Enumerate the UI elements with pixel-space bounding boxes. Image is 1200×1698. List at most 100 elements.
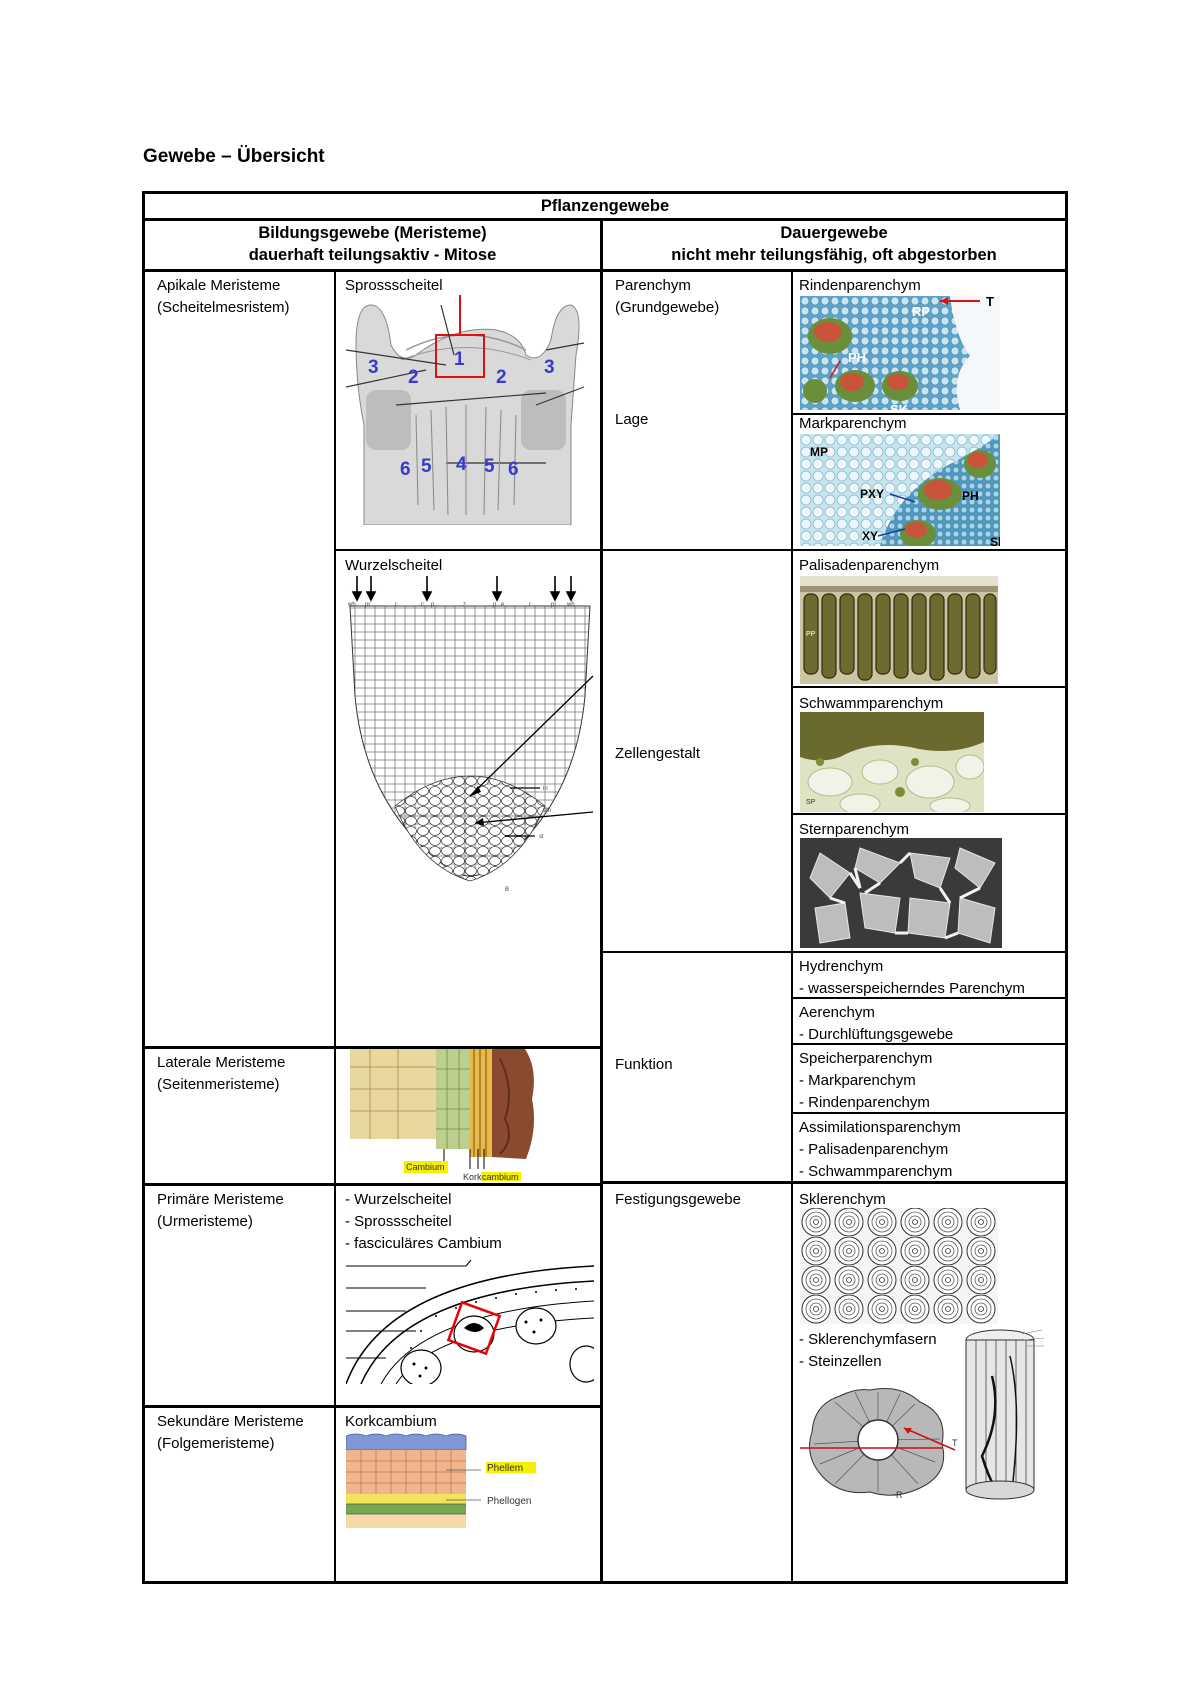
bildungsgewebe-header: Bildungsgewebe (Meristeme) dauerhaft tei… [145, 221, 600, 269]
palisadenparenchym-label: Palisadenparenchym [799, 557, 940, 574]
t-label: T [986, 296, 994, 309]
function-title: Speicherparenchym [799, 1050, 933, 1067]
list-item: - Sklerenchymfasern [799, 1331, 937, 1348]
grid-line [791, 270, 793, 1584]
meristem-name: Primäre Meristeme [157, 1191, 284, 1208]
grid-line [601, 951, 1068, 953]
wurzelscheitel-diagram: wh pr r c p z p e r pr wh in sm st B [345, 576, 595, 896]
bildungsgewebe-subtitle: dauerhaft teilungsaktiv - Mitose [248, 246, 497, 264]
meristem-name: Apikale Meristeme [157, 277, 281, 294]
diagram-number: 2 [496, 367, 507, 388]
function-line: - Rindenparenchym [799, 1094, 930, 1111]
ph-label: PH [848, 350, 866, 365]
tiny-label: p [493, 602, 497, 608]
tiny-label: c [421, 602, 424, 608]
sk-label: SK [890, 402, 909, 410]
tiny-label: st [539, 834, 544, 840]
r-label: R [896, 1490, 903, 1500]
function-line: - wasserspeicherndes Parenchym [799, 980, 1025, 997]
phellem-label: Phellem [487, 1463, 523, 1474]
sprossscheitel-label: Sprossscheitel [345, 277, 443, 294]
cambium-label: Cambium [406, 1162, 445, 1172]
grid-line [601, 1181, 1068, 1184]
grid-line [791, 1112, 1068, 1114]
primaere-meristeme-cell: Primäre Meristeme (Urmeristeme) [145, 1186, 334, 1233]
tiny-label: wh [566, 602, 575, 608]
tiny-label: sm [543, 808, 551, 814]
sklerenchym-fiber-bundle [962, 1326, 1048, 1502]
sternparenchym-image [800, 838, 1002, 948]
sternparenchym-label: Sternparenchym [799, 821, 910, 838]
grid-line [601, 549, 1068, 551]
primaer-meristem-diagram [346, 1256, 594, 1384]
function-title: Aerenchym [799, 1004, 875, 1021]
bildungsgewebe-title: Bildungsgewebe (Meristeme) [258, 224, 487, 242]
meristem-name: Laterale Meristeme [157, 1054, 286, 1071]
diagram-number: 4 [456, 454, 467, 475]
diagram-number: 1 [454, 349, 465, 370]
xy-label: XY [862, 529, 878, 543]
tiny-label: p [431, 602, 435, 608]
tiny-label: z [463, 602, 466, 608]
t-label: T [952, 1438, 958, 1448]
grid-line [791, 686, 1068, 688]
hydrenchym-cell: Hydrenchym - wasserspeicherndes Parenchy… [793, 953, 1065, 1000]
sk-label: Sk [990, 535, 1000, 546]
diagram-number: 6 [508, 459, 519, 480]
dauergewebe-header: Dauergewebe nicht mehr teilungsfähig, of… [603, 221, 1065, 269]
function-title: Assimilationsparenchym [799, 1119, 961, 1136]
parenchym-alt: (Grundgewebe) [615, 299, 720, 316]
schwammparenchym-label: Schwammparenchym [799, 695, 944, 712]
tiny-label: e [501, 602, 505, 608]
grid-line [791, 997, 1068, 999]
table-header: Pflanzengewebe [540, 197, 670, 215]
sp-label: SP [806, 799, 816, 806]
tiny-label: pr [365, 602, 370, 608]
parenchym-name: Parenchym [615, 277, 691, 294]
wurzelscheitel-label: Wurzelscheitel [345, 557, 443, 574]
grid-line [142, 1183, 601, 1186]
diagram-number: 6 [400, 459, 411, 480]
rp-label: RP [912, 304, 930, 319]
grid-line [334, 270, 336, 1584]
diagram-number: 3 [544, 357, 555, 378]
tiny-label: B [505, 887, 509, 893]
list-item: - Sprossscheitel [345, 1213, 452, 1230]
pp-label: PP [806, 631, 816, 638]
list-item: - fasciculäres Cambium [345, 1235, 502, 1252]
page-title: Gewebe – Übersicht [143, 146, 325, 167]
ph-label: PH [962, 489, 979, 503]
grid-line [334, 549, 601, 551]
apikale-meristeme-cell: Apikale Meristeme (Scheitelmesristem) [145, 272, 334, 319]
pxy-label: PXY [860, 487, 884, 501]
dauergewebe-title: Dauergewebe [780, 224, 888, 242]
festigungsgewebe-label: Festigungsgewebe [615, 1191, 741, 1208]
tiny-label: wh [347, 602, 356, 608]
rindenparenchym-label: Rindenparenchym [799, 277, 921, 294]
meristem-name: Sekundäre Meristeme [157, 1413, 304, 1430]
function-line: - Durchlüftungsgewebe [799, 1026, 954, 1043]
grid-line [142, 269, 1068, 272]
diagram-number: 5 [484, 456, 495, 477]
grid-line [791, 1043, 1068, 1045]
primaer-list: - Wurzelscheitel - Sprossscheitel - fasc… [336, 1186, 596, 1255]
markparenchym-image: MP PXY PH XY Sk [800, 434, 1000, 546]
tiny-label: r [395, 602, 397, 608]
meristem-alt: (Scheitelmesristem) [157, 299, 290, 316]
korkcambium-label: Korkcambium [345, 1413, 437, 1430]
tiny-label: pr [551, 602, 556, 608]
markparenchym-label: Markparenchym [799, 415, 907, 432]
sklerenchym-list: - Sklerenchymfasern - Steinzellen [793, 1326, 953, 1373]
grid-line [791, 813, 1068, 815]
kork-prefix-label: Kork [463, 1172, 482, 1181]
tiny-label: r [529, 602, 531, 608]
function-line: - Palisadenparenchym [799, 1141, 949, 1158]
rindenparenchym-image: RP PH SK T [800, 296, 1000, 410]
kork-suffix-label: cambium [482, 1172, 519, 1181]
list-item: - Steinzellen [799, 1353, 882, 1370]
laterale-meristeme-cell: Laterale Meristeme (Seitenmeristeme) [145, 1049, 334, 1096]
meristem-alt: (Folgemeristeme) [157, 1435, 275, 1452]
sklerenchym-image [800, 1208, 998, 1324]
sekundaere-meristeme-cell: Sekundäre Meristeme (Folgemeristeme) [145, 1408, 334, 1455]
function-line: - Markparenchym [799, 1072, 916, 1089]
